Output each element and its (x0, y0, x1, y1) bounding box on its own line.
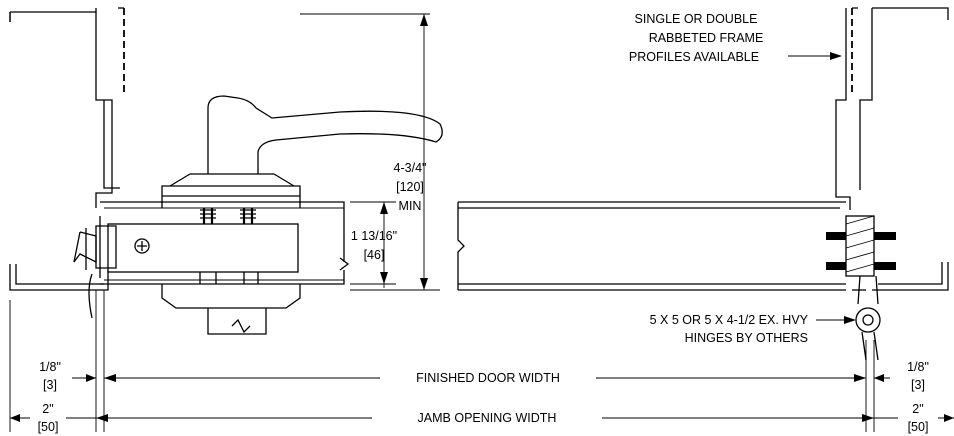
right-stop-line-1: 2" (912, 402, 923, 416)
right-gap-line-1: 1/8" (907, 360, 929, 374)
right-stop-dimension: 2" [50] (908, 402, 929, 434)
hinge-callout: 5 X 5 OR 5 X 4-1/2 EX. HVY HINGES BY OTH… (650, 313, 809, 345)
frame-profile-callout: SINGLE OR DOUBLE RABBETED FRAME PROFILES… (629, 12, 763, 64)
door-leaf (100, 201, 846, 291)
hinge-line-1: 5 X 5 OR 5 X 4-1/2 EX. HVY (650, 313, 809, 327)
left-frame-profile (9, 7, 125, 291)
door-thickness-line-2: [46] (364, 248, 385, 262)
callout-line-3: PROFILES AVAILABLE (629, 50, 759, 64)
door-thickness-line-1: 1 13/16" (351, 229, 397, 243)
left-gap-line-2: [3] (43, 378, 57, 392)
jamb-opening-width-label: JAMB OPENING WIDTH (418, 411, 557, 425)
left-stop-line-1: 2" (42, 402, 53, 416)
finished-door-width-label: FINISHED DOOR WIDTH (416, 371, 560, 385)
right-stop-line-2: [50] (908, 420, 929, 434)
hinge-assembly (826, 215, 896, 361)
lever-clearance-line-3: MIN (399, 199, 422, 213)
left-stop-line-2: [50] (38, 420, 59, 434)
dimension-lines (9, 13, 954, 432)
lever-clearance-line-1: 4-3/4" (394, 161, 427, 175)
door-thickness-dimension: 1 13/16" [46] (351, 229, 397, 262)
callout-line-1: SINGLE OR DOUBLE (635, 12, 758, 26)
latch-strike (73, 216, 117, 319)
left-gap-dimension: 1/8" [3] (39, 360, 61, 392)
left-stop-dimension: 2" [50] (38, 402, 59, 434)
right-frame-profile (835, 7, 949, 291)
lock-chassis (107, 173, 301, 335)
right-gap-dimension: 1/8" [3] (907, 360, 929, 392)
right-gap-line-2: [3] (911, 378, 925, 392)
left-gap-line-1: 1/8" (39, 360, 61, 374)
callout-line-2: RABBETED FRAME (649, 31, 764, 45)
lever-clearance-dimension: 4-3/4" [120] MIN (394, 161, 427, 213)
lever-handle (207, 95, 443, 174)
hinge-line-2: HINGES BY OTHERS (685, 331, 808, 345)
lever-clearance-line-2: [120] (396, 180, 424, 194)
